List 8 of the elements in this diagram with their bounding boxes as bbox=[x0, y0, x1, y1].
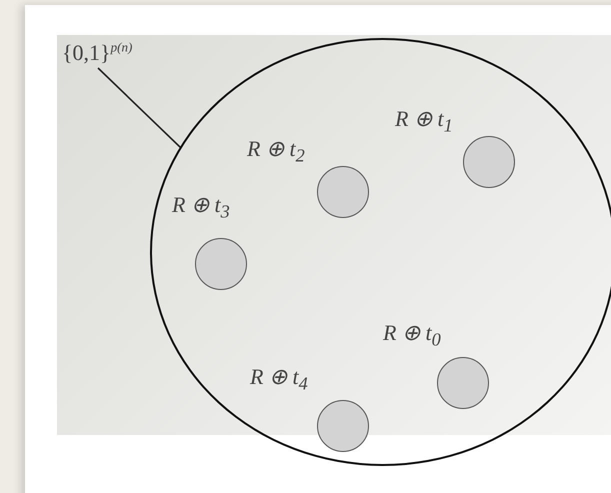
set-circle bbox=[150, 38, 611, 466]
element-label: R ⊕ t$_{1}$ bbox=[395, 108, 453, 135]
set-label: {0,1}$^{p(n)}$ bbox=[62, 40, 132, 66]
element-label: R ⊕ t$_{0}$ bbox=[383, 322, 441, 349]
element-label: R ⊕ t$_{2}$ bbox=[247, 138, 305, 165]
element-label: R ⊕ t$_{3}$ bbox=[172, 194, 230, 221]
element-label: R ⊕ t$_{4}$ bbox=[250, 366, 308, 393]
leader-line bbox=[97, 67, 182, 149]
